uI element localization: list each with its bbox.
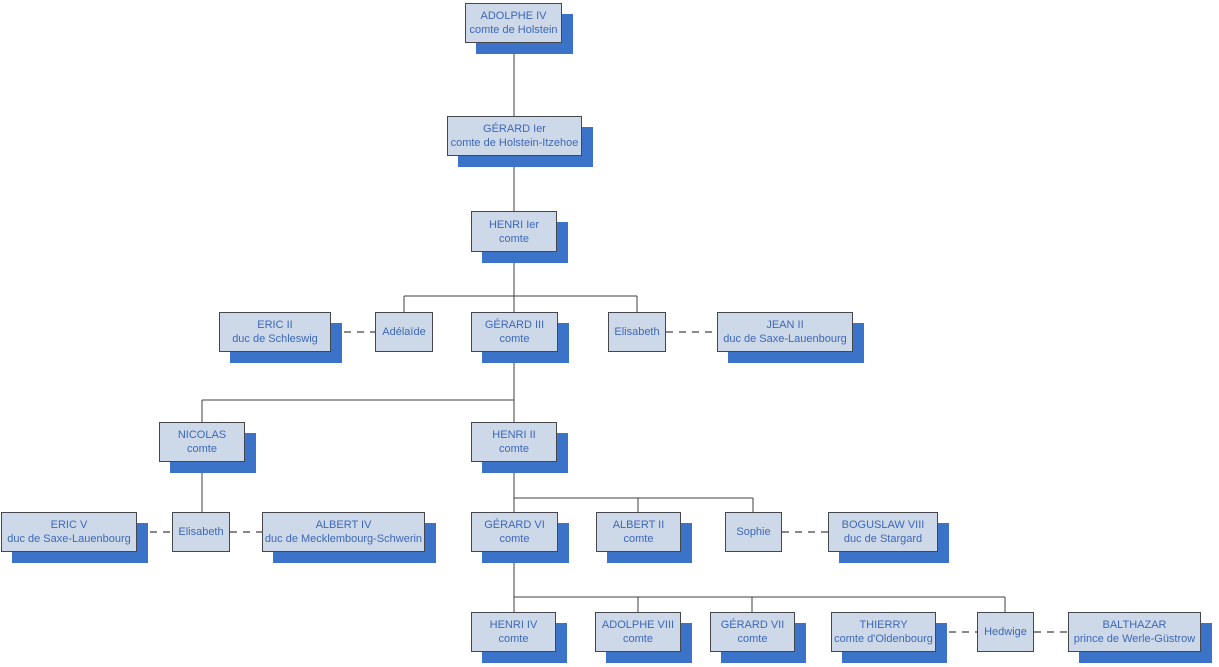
node-gerard-vi[interactable]: GÉRARD VI comte — [471, 512, 558, 552]
node-name: Sophie — [736, 526, 771, 538]
node-adelaide[interactable]: Adélaïde — [375, 312, 433, 352]
node-adolphe-viii[interactable]: ADOLPHE VIII comte — [595, 612, 681, 652]
node-title: prince de Werle-Güstrow — [1073, 633, 1196, 645]
node-name: ERIC V — [50, 519, 88, 531]
node-title: comte — [623, 533, 654, 545]
node-title: duc de Saxe-Lauenbourg — [7, 533, 131, 545]
node-adolphe-iv[interactable]: ADOLPHE IV comte de Holstein — [465, 3, 562, 43]
node-sophie[interactable]: Sophie — [725, 512, 782, 552]
node-name: BOGUSLAW VIII — [841, 519, 925, 531]
node-boguslaw-viii[interactable]: BOGUSLAW VIII duc de Stargard — [828, 512, 938, 552]
node-title: comte — [623, 633, 653, 645]
node-elisabeth-1[interactable]: Elisabeth — [608, 312, 666, 352]
node-name: ALBERT II — [612, 519, 665, 531]
node-title: comte — [499, 533, 530, 545]
node-name: ADOLPHE VIII — [601, 619, 675, 631]
node-title: comte — [499, 232, 529, 245]
node-jean-ii[interactable]: JEAN II duc de Saxe-Lauenbourg — [717, 312, 853, 352]
node-name: Elisabeth — [178, 526, 224, 538]
node-name: Adélaïde — [382, 326, 426, 338]
node-title: comte — [499, 443, 529, 455]
node-eric-v[interactable]: ERIC V duc de Saxe-Lauenbourg — [1, 512, 137, 552]
node-balthazar[interactable]: BALTHAZAR prince de Werle-Güstrow — [1068, 612, 1201, 652]
node-name: THIERRY — [859, 619, 908, 631]
node-title: comte — [498, 633, 529, 645]
node-name: HENRI IV — [489, 619, 538, 631]
node-eric-ii[interactable]: ERIC II duc de Schleswig — [219, 312, 331, 352]
node-name: GÉRARD VII — [720, 619, 785, 631]
node-albert-ii[interactable]: ALBERT II comte — [596, 512, 681, 552]
node-gerard-iii[interactable]: GÉRARD III comte — [471, 312, 558, 352]
node-name: Elisabeth — [614, 326, 660, 338]
node-hedwige[interactable]: Hedwige — [977, 612, 1034, 652]
node-elisabeth-2[interactable]: Elisabeth — [172, 512, 230, 552]
node-name: JEAN II — [766, 319, 804, 331]
node-title: duc de Mecklembourg-Schwerin — [264, 533, 423, 545]
node-name: Hedwige — [984, 626, 1027, 638]
node-henri-iv[interactable]: HENRI IV comte — [471, 612, 556, 652]
node-albert-iv[interactable]: ALBERT IV duc de Mecklembourg-Schwerin — [262, 512, 425, 552]
node-gerard-vii[interactable]: GÉRARD VII comte — [710, 612, 795, 652]
node-name: HENRI II — [492, 429, 536, 441]
node-title: duc de Saxe-Lauenbourg — [723, 333, 847, 345]
node-name: ERIC II — [257, 319, 293, 331]
node-name: ALBERT IV — [315, 519, 372, 531]
node-gerard-ier[interactable]: GÉRARD Ier comte de Holstein-Itzehoe — [447, 116, 582, 156]
node-henri-ii[interactable]: HENRI II comte — [471, 422, 557, 462]
node-title: comte — [737, 633, 768, 645]
node-name: GÉRARD Ier — [483, 123, 546, 135]
node-title: comte de Holstein — [469, 24, 558, 36]
node-nicolas[interactable]: NICOLAS comte — [159, 422, 245, 462]
node-thierry[interactable]: THIERRY comte d'Oldenbourg — [831, 612, 936, 652]
node-title: duc de Stargard — [843, 533, 923, 545]
node-title: duc de Schleswig — [232, 333, 318, 345]
node-name: BALTHAZAR — [1102, 619, 1167, 631]
node-title: comte — [499, 333, 530, 345]
node-name: NICOLAS — [177, 429, 227, 441]
node-name: HENRI Ier — [488, 218, 540, 231]
node-name: ADOLPHE IV — [480, 10, 547, 22]
node-name: GÉRARD VI — [484, 519, 545, 531]
node-name: GÉRARD III — [484, 319, 545, 331]
node-title: comte — [187, 443, 217, 455]
node-title: comte d'Oldenbourg — [834, 633, 933, 645]
node-title: comte de Holstein-Itzehoe — [450, 137, 579, 149]
